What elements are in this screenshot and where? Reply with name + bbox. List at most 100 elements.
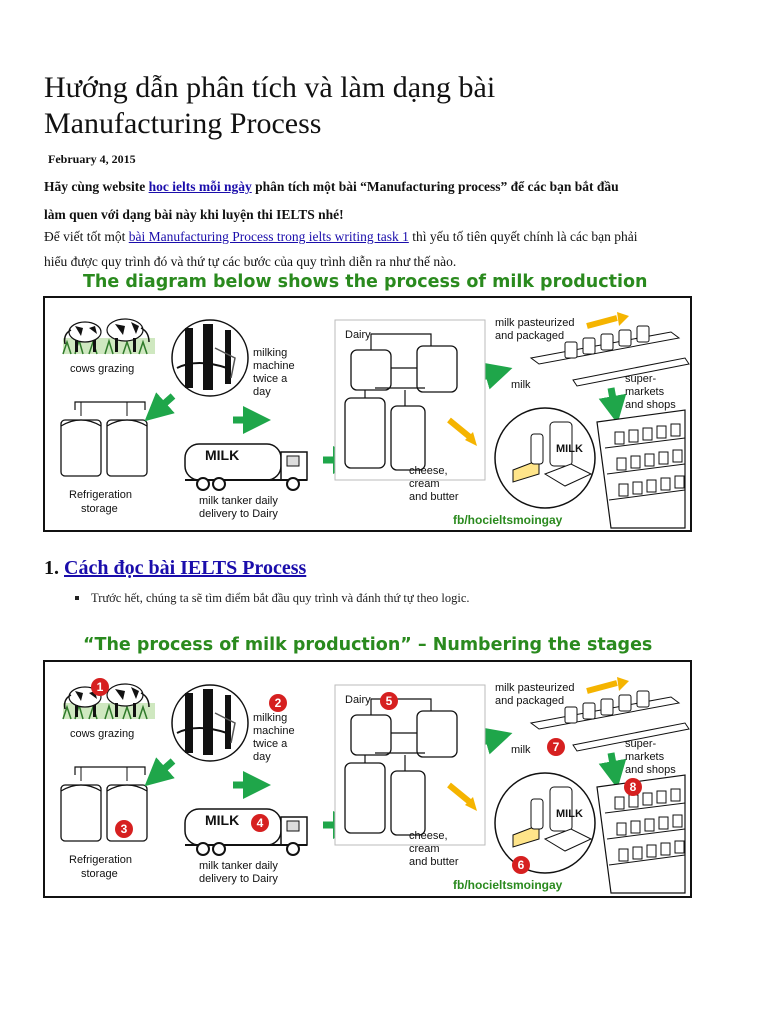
supermarkets-label-3: and shops bbox=[625, 399, 676, 411]
milk-tanker-picture bbox=[184, 808, 308, 856]
title-line-1: Hướng dẫn phân tích và làm dạng bài bbox=[44, 71, 496, 104]
arrow-yellow-bottles bbox=[586, 315, 618, 329]
tanker-label-2: delivery to Dairy bbox=[199, 508, 278, 520]
arrow-to-supermarkets bbox=[598, 752, 627, 789]
milking-label-1: milking bbox=[253, 712, 287, 724]
cows-picture bbox=[62, 318, 155, 355]
arrow-yellow-bottles bbox=[586, 680, 618, 694]
cheese-label-3: and butter bbox=[409, 856, 459, 868]
intro-paragraph: Hãy cùng website hoc ielts mỗi ngày phân… bbox=[44, 173, 734, 229]
milking-label-3: twice a bbox=[253, 738, 288, 750]
section-1-number: 1. bbox=[44, 557, 64, 579]
cows-grazing-label: cows grazing bbox=[70, 728, 134, 740]
section-1-link[interactable]: Cách đọc bài IELTS Process bbox=[64, 557, 307, 579]
stage-badge-4: 4 bbox=[251, 814, 269, 832]
diagram-1-image: cows grazing milking machine twice a day… bbox=[43, 296, 692, 532]
milk-bottles-shelf-picture bbox=[529, 690, 690, 752]
carton-milk-label: MILK bbox=[556, 443, 583, 455]
stage-badge-circle bbox=[269, 694, 287, 712]
stage-badge-circle bbox=[624, 778, 642, 796]
dairy-label: Dairy bbox=[345, 694, 371, 706]
dairy-products-picture bbox=[494, 772, 596, 874]
dairy-label: Dairy bbox=[345, 329, 371, 341]
credit-label: fb/hocieltsmoingay bbox=[453, 878, 563, 892]
body-paragraph: Để viết tốt một bài Manufacturing Proces… bbox=[44, 224, 744, 274]
p2-text-1: Để viết tốt một bbox=[44, 229, 129, 244]
milk-label: milk bbox=[511, 379, 531, 391]
supermarkets-label-1: super- bbox=[625, 373, 657, 385]
stage-number: 6 bbox=[518, 858, 525, 872]
credit-label: fb/hocieltsmoingay bbox=[453, 513, 563, 527]
stage-badge-7: 7 bbox=[547, 738, 565, 756]
carton-milk-label: MILK bbox=[556, 808, 583, 820]
supermarkets-label-2: markets bbox=[625, 386, 665, 398]
stage-badge-circle bbox=[512, 856, 530, 874]
refrigeration-tanks-picture bbox=[60, 766, 148, 842]
arrow-milking-to-storage bbox=[144, 392, 176, 422]
dairy-products-picture bbox=[494, 407, 596, 509]
stage-number: 2 bbox=[275, 696, 282, 710]
cows-grazing-label: cows grazing bbox=[70, 363, 134, 375]
p2-text-3: hiểu được quy trình đó và thứ tự các bướ… bbox=[44, 254, 457, 269]
post-date: February 4, 2015 bbox=[48, 152, 136, 166]
refrigeration-label-1: Refrigeration bbox=[69, 854, 132, 866]
tanker-milk-sign: MILK bbox=[205, 447, 239, 463]
stage-badge-5: 5 bbox=[380, 692, 398, 710]
stage-badge-6: 6 bbox=[512, 856, 530, 874]
stage-badge-2: 2 bbox=[269, 694, 287, 712]
cheese-label-3: and butter bbox=[409, 491, 459, 503]
milking-label-4: day bbox=[253, 386, 271, 398]
intro-text-3: làm quen với dạng bài này khi luyện thi … bbox=[44, 207, 344, 222]
pasteurized-label-2: and packaged bbox=[495, 695, 564, 707]
arrow-yellow-cheese bbox=[447, 782, 473, 806]
stage-badge-8: 8 bbox=[624, 778, 642, 796]
refrigeration-label-2: storage bbox=[81, 868, 118, 880]
cheese-label-2: cream bbox=[409, 843, 440, 855]
bullet-text: Trước hết, chúng ta sẽ tìm điểm bắt đầu … bbox=[91, 591, 470, 605]
milking-label-2: machine bbox=[253, 360, 295, 372]
title-line-2: Manufacturing Process bbox=[44, 107, 322, 140]
supermarket-shelves-picture bbox=[596, 774, 686, 894]
milking-label-4: day bbox=[253, 751, 271, 763]
milk-bottles-shelf-picture bbox=[529, 325, 690, 387]
milking-label-3: twice a bbox=[253, 373, 288, 385]
tanker-label-2: delivery to Dairy bbox=[199, 873, 278, 885]
supermarkets-label-1: super- bbox=[625, 738, 657, 750]
refrigeration-tanks-picture bbox=[60, 401, 148, 477]
bullet-square-icon bbox=[75, 596, 79, 600]
diagram-2-heading: “The process of milk production” – Numbe… bbox=[83, 635, 653, 655]
diagram-2-image: cows grazing milking machine twice a day… bbox=[43, 660, 692, 898]
tanker-milk-sign: MILK bbox=[205, 812, 239, 828]
intro-text-2: phân tích một bài “Manufacturing process… bbox=[251, 179, 619, 194]
supermarkets-label-2: markets bbox=[625, 751, 665, 763]
tanker-label-1: milk tanker daily bbox=[199, 860, 278, 872]
supermarkets-label-3: and shops bbox=[625, 764, 676, 776]
dairy-plant-picture bbox=[334, 684, 486, 846]
stage-badges: 1 2 3 4 5 6 7 8 bbox=[91, 678, 642, 874]
cheese-label-1: cheese, bbox=[409, 465, 448, 477]
refrigeration-label-2: storage bbox=[81, 503, 118, 515]
cheese-label-2: cream bbox=[409, 478, 440, 490]
stage-badge-circle bbox=[547, 738, 565, 756]
p2-text-2: thì yếu tố tiên quyết chính là các bạn p… bbox=[408, 229, 638, 244]
stage-number: 5 bbox=[386, 694, 393, 708]
milk-label: milk bbox=[511, 744, 531, 756]
section-1-heading: 1. Cách đọc bài IELTS Process bbox=[44, 557, 306, 580]
milking-machine-picture bbox=[171, 319, 249, 397]
cheese-label-1: cheese, bbox=[409, 830, 448, 842]
stage-badge-1: 1 bbox=[91, 678, 109, 696]
page-title: Hướng dẫn phân tích và làm dạng bài Manu… bbox=[44, 70, 684, 142]
cows-picture bbox=[62, 683, 155, 720]
p2-link[interactable]: bài Manufacturing Process trong ielts wr… bbox=[128, 229, 409, 244]
stage-number: 4 bbox=[257, 816, 264, 830]
diagram-1-heading: The diagram below shows the process of m… bbox=[83, 272, 648, 292]
stage-badge-3: 3 bbox=[115, 820, 133, 838]
intro-link[interactable]: hoc ielts mỗi ngày bbox=[148, 179, 252, 194]
stage-number: 1 bbox=[97, 680, 104, 694]
stage-badge-circle bbox=[115, 820, 133, 838]
stage-number: 7 bbox=[553, 740, 560, 754]
intro-text-1: Hãy cùng website bbox=[44, 179, 149, 194]
pasteurized-label-1: milk pasteurized bbox=[495, 317, 574, 329]
stage-badge-circle bbox=[91, 678, 109, 696]
